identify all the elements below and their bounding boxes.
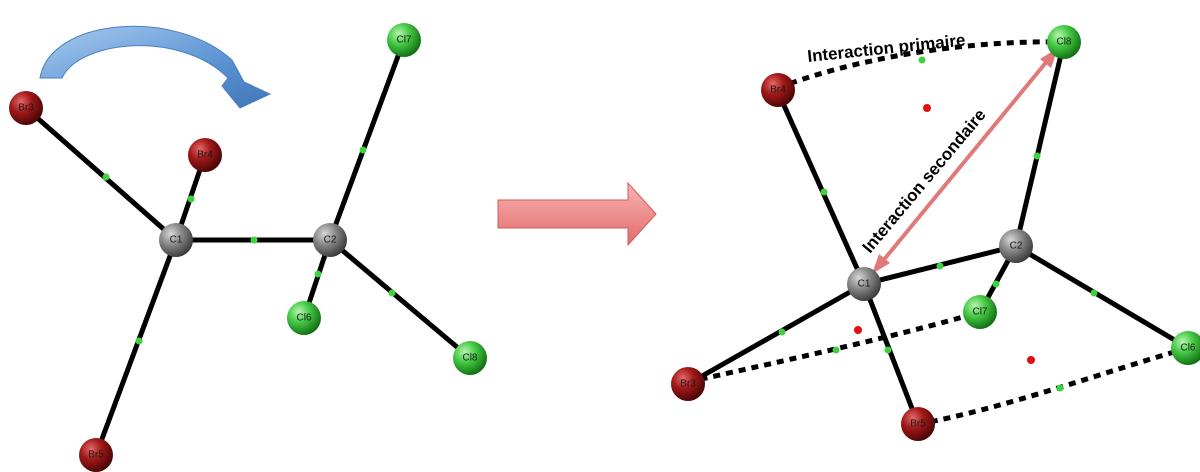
atom-c1: C1 — [847, 267, 881, 301]
atom-label: Cl6 — [296, 313, 311, 324]
atom-label: C2 — [1010, 241, 1023, 252]
bond-br3-c1 — [685, 281, 867, 387]
right-arrow-icon — [497, 181, 657, 247]
atom-label: Cl8 — [1056, 37, 1071, 48]
ring-critical-point — [1027, 356, 1035, 364]
atom-label: Cl6 — [1180, 343, 1195, 354]
atom-label: C1 — [858, 279, 871, 290]
interaction-dashed-line-br5-cl6 — [917, 345, 1189, 427]
ring-critical-point — [923, 104, 931, 112]
primary-interaction-label: Interaction primaire — [806, 30, 966, 65]
bond-critical-point — [884, 346, 892, 354]
atom-label: Br4 — [197, 150, 213, 161]
bond-critical-point — [187, 195, 195, 203]
bond-br5-c1 — [861, 281, 921, 427]
bond-critical-point — [388, 289, 396, 297]
left-molecule: Br3 Br4 Br5 C1 C2 Cl6 Cl7 Cl8 — [9, 23, 487, 472]
atom-label: Cl7 — [396, 35, 411, 46]
atom-br4: Br4 — [188, 138, 222, 172]
secondary-interaction-label: Interaction secondaire — [859, 105, 990, 256]
atom-cl6: Cl6 — [287, 301, 321, 335]
atom-label: Br5 — [910, 419, 926, 430]
bond-critical-point — [1056, 384, 1064, 392]
bond-critical-point — [359, 146, 367, 154]
bond-c2-cl8 — [327, 237, 473, 361]
interaction-dashed-line-br3-cl7 — [687, 309, 981, 385]
atom-label: Cl8 — [462, 353, 477, 364]
atom-c2: C2 — [999, 229, 1033, 263]
bond-c2-cl8 — [1013, 39, 1067, 249]
bond-c2-cl7 — [327, 37, 407, 243]
atom-label: Cl7 — [972, 307, 987, 318]
atom-cl6: Cl6 — [1171, 331, 1200, 365]
bond-critical-point — [250, 236, 258, 244]
atom-label: C1 — [170, 235, 183, 246]
atom-label: C2 — [324, 235, 337, 246]
ring-critical-point — [854, 326, 862, 334]
atom-br3: Br3 — [671, 367, 705, 401]
primary-interaction-dashed-line — [777, 39, 1065, 91]
bond-critical-point — [778, 328, 786, 336]
bond-critical-point — [936, 262, 944, 270]
atom-label: Br5 — [88, 450, 104, 461]
atom-br5: Br5 — [901, 407, 935, 441]
atom-label: Br3 — [18, 103, 34, 114]
atom-c1: C1 — [159, 223, 193, 257]
bond-critical-point — [102, 173, 110, 181]
bond-br3-c1 — [23, 105, 179, 243]
bond-critical-point — [314, 270, 322, 278]
bond-critical-point — [820, 188, 828, 196]
atom-label: Br4 — [770, 85, 786, 96]
atom-cl8: Cl8 — [453, 341, 487, 375]
bond-br4-c1 — [775, 89, 867, 287]
atom-br5: Br5 — [79, 438, 113, 472]
bond-critical-point — [918, 56, 926, 64]
atom-label: Br3 — [680, 379, 696, 390]
bond-critical-point — [1033, 152, 1041, 160]
right-molecule: Br4 Cl8 C2 C1 Cl7 Cl6 Br3 Br5 — [671, 25, 1200, 441]
bond-br5-c1 — [93, 237, 179, 458]
bond-critical-point — [832, 346, 840, 354]
atom-c2: C2 — [313, 223, 347, 257]
atom-cl7: Cl7 — [963, 295, 997, 329]
atom-cl7: Cl7 — [387, 23, 421, 57]
bond-c2-cl6 — [1013, 243, 1191, 351]
curved-rotation-arrow-icon — [39, 25, 272, 109]
atom-cl8: Cl8 — [1047, 25, 1081, 59]
atom-br3: Br3 — [9, 91, 43, 125]
bond-critical-point — [992, 280, 1000, 288]
bond-critical-point — [135, 337, 143, 345]
bond-critical-point — [1090, 289, 1098, 297]
atom-br4: Br4 — [761, 73, 795, 107]
